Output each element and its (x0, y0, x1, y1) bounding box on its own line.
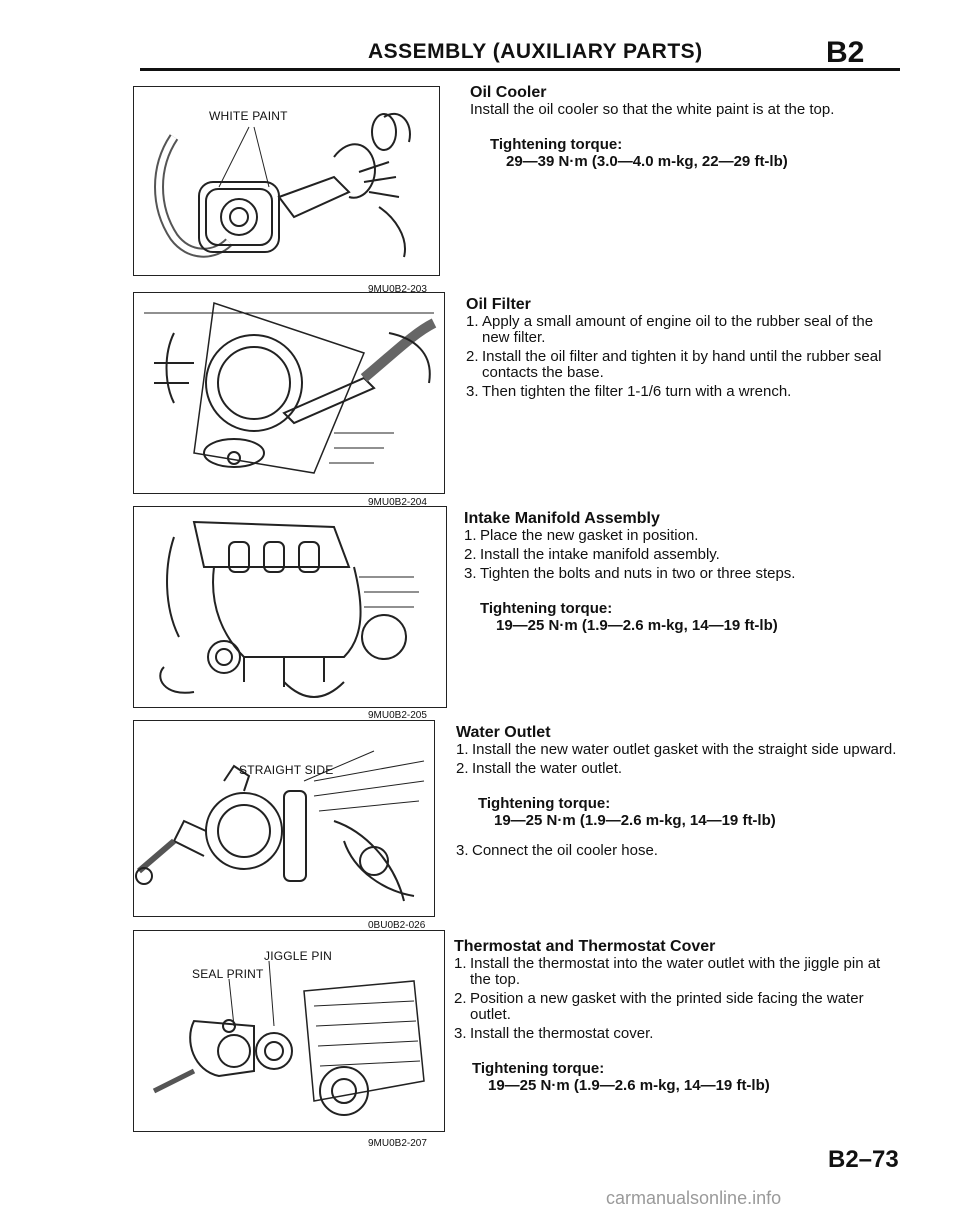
torque-value: 29—39 N·m (3.0—4.0 m-kg, 22—29 ft-lb) (506, 153, 788, 170)
section-title: Oil Cooler (470, 84, 547, 101)
section-oil-filter: Oil Filter 1.Apply a small amount of eng… (466, 296, 900, 403)
step-item: 2.Install the intake manifold assembly. (464, 546, 720, 563)
step-item: 3.Connect the oil cooler hose. (456, 842, 658, 859)
figure-code: 9MU0B2-204 (368, 497, 427, 508)
section-intro: Install the oil cooler so that the white… (470, 101, 835, 118)
step-item: 2.Install the oil filter and tighten it … (466, 348, 882, 381)
figure-code: 9MU0B2-203 (368, 284, 427, 295)
section-title: Intake Manifold Assembly (464, 510, 660, 527)
page-number: B2–73 (828, 1146, 899, 1173)
torque-label: Tightening torque: (478, 795, 611, 812)
water-outlet-illustration (135, 750, 425, 902)
oil-cooler-illustration (154, 112, 411, 258)
label-jiggle-pin: JIGGLE PIN (264, 949, 333, 963)
figure-intake-manifold (133, 506, 447, 708)
step-item: 1.Install the thermostat into the water … (454, 955, 881, 988)
section-water-outlet: Water Outlet 1.Install the new water out… (456, 724, 900, 862)
page-header-title: ASSEMBLY (AUXILIARY PARTS) (368, 40, 703, 63)
label-straight-side: STRAIGHT SIDE (239, 763, 334, 777)
thermostat-illustration (152, 960, 425, 1116)
torque-label: Tightening torque: (490, 136, 623, 153)
section-intake-manifold: Intake Manifold Assembly 1.Place the new… (464, 510, 900, 634)
section-title: Oil Filter (466, 296, 531, 313)
section-oil-cooler: Oil Cooler Install the oil cooler so tha… (470, 84, 900, 170)
torque-value: 19—25 N·m (1.9—2.6 m-kg, 14—19 ft-lb) (494, 812, 776, 829)
step-item: 3.Install the thermostat cover. (454, 1025, 654, 1042)
figure-code: 9MU0B2-207 (368, 1138, 427, 1149)
figure-oil-filter (133, 292, 445, 494)
section-title: Water Outlet (456, 724, 551, 741)
figure-water-outlet: STRAIGHT SIDE (133, 720, 435, 917)
step-item: 1.Place the new gasket in position. (464, 527, 699, 544)
figure-thermostat: JIGGLE PIN SEAL PRINT (133, 930, 445, 1132)
torque-value: 19—25 N·m (1.9—2.6 m-kg, 14—19 ft-lb) (488, 1077, 770, 1094)
figure-code: 0BU0B2-026 (368, 920, 426, 931)
label-seal-print: SEAL PRINT (192, 967, 264, 981)
header-rule (140, 68, 900, 71)
intake-manifold-illustration (159, 520, 419, 698)
step-item: 2.Position a new gasket with the printed… (454, 990, 864, 1023)
figure-oil-cooler: WHITE PAINT (133, 86, 440, 276)
watermark-url: carmanualsonline.info (606, 1188, 782, 1208)
torque-value: 19—25 N·m (1.9—2.6 m-kg, 14—19 ft-lb) (496, 617, 778, 634)
step-item: 3.Tighten the bolts and nuts in two or t… (464, 565, 796, 582)
step-item: 1.Apply a small amount of engine oil to … (466, 313, 874, 346)
section-thermostat: Thermostat and Thermostat Cover 1.Instal… (454, 938, 900, 1094)
step-item: 1.Install the new water outlet gasket wi… (456, 741, 897, 758)
figure-code: 9MU0B2-205 (368, 710, 427, 721)
label-white-paint: WHITE PAINT (209, 109, 288, 123)
step-item: 2.Install the water outlet. (456, 760, 623, 777)
oil-filter-illustration (144, 302, 437, 474)
section-title: Thermostat and Thermostat Cover (454, 938, 716, 955)
torque-label: Tightening torque: (480, 600, 613, 617)
page-header-code: B2 (826, 36, 865, 69)
torque-label: Tightening torque: (472, 1060, 605, 1077)
step-item: 3.Then tighten the filter 1-1/6 turn wit… (466, 383, 792, 400)
